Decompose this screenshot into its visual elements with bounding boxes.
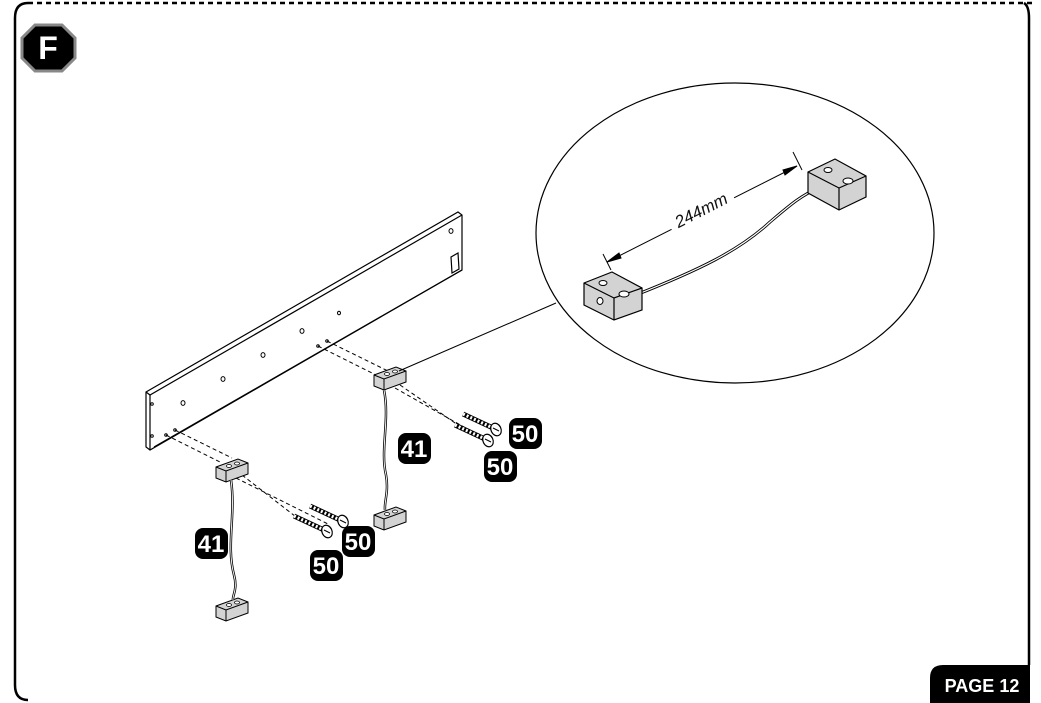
detail-bracket-left <box>583 271 643 321</box>
page-label-box: PAGE 12 <box>930 665 1030 703</box>
detail-leader-line <box>398 302 557 372</box>
part-number-label: 50 <box>487 454 514 481</box>
board-holes <box>150 228 454 438</box>
part-number-label: 50 <box>313 553 340 580</box>
page-number-label: PAGE 12 <box>945 676 1020 696</box>
screw-left-lower <box>294 516 334 540</box>
callout-41-left: 41 <box>195 528 228 559</box>
part-number-label: 41 <box>198 531 225 558</box>
bracket-upper-left <box>215 458 249 483</box>
step-badge: F <box>20 23 77 73</box>
bracket-lower-left <box>215 597 249 622</box>
detail-view: 244mm <box>535 82 935 384</box>
page-border <box>13 1 1036 702</box>
callout-50-left-upper: 50 <box>342 526 375 557</box>
part-number-label: 50 <box>512 421 539 448</box>
bracket-lower-right <box>373 506 407 531</box>
part-number-label: 50 <box>345 529 372 556</box>
callout-50-left-lower: 50 <box>310 550 343 581</box>
step-letter: F <box>38 30 58 66</box>
callout-41-right: 41 <box>398 433 431 464</box>
callout-50-right-upper: 50 <box>509 418 542 449</box>
cables <box>229 389 389 601</box>
part-number-label: 41 <box>401 436 428 463</box>
callout-50-right-lower: 50 <box>484 451 517 482</box>
detail-bracket-right <box>807 158 867 211</box>
